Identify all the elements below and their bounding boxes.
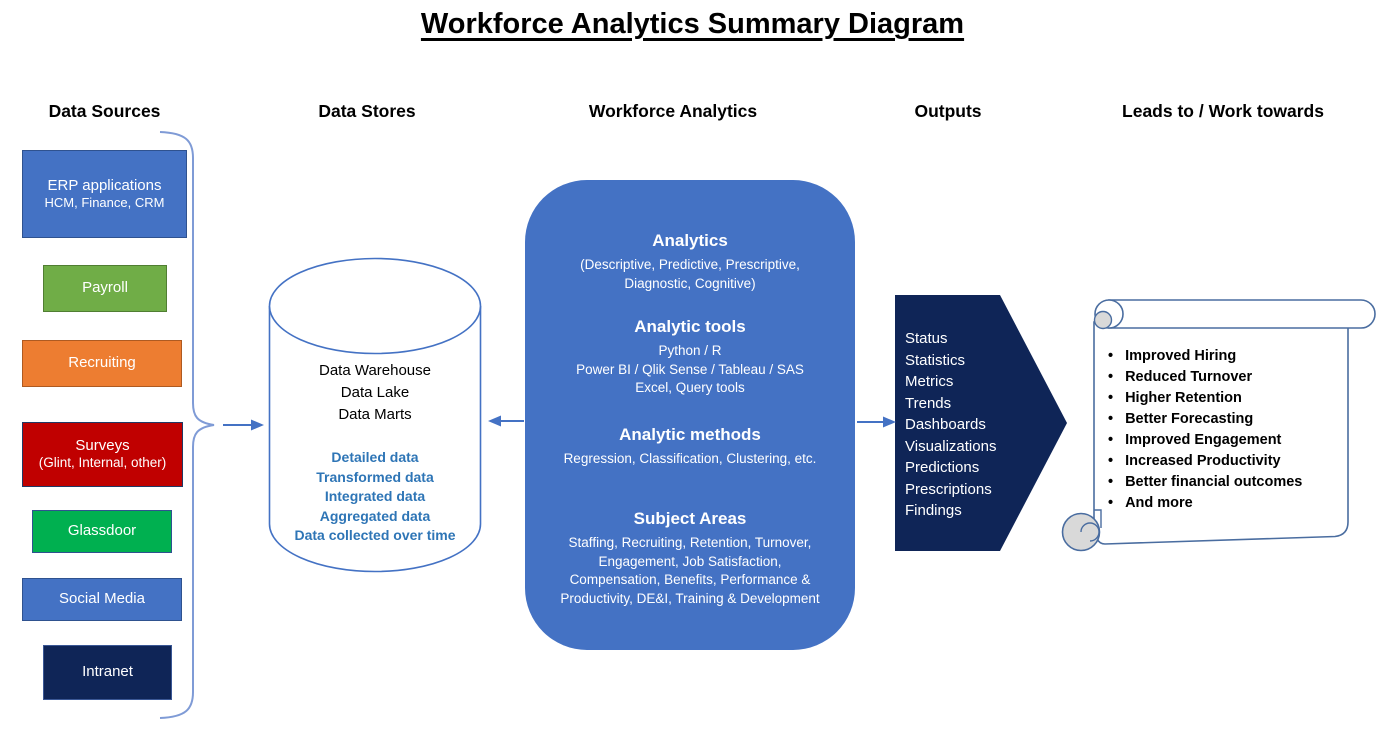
data-store-characteristics: Detailed data Transformed data Integrate… bbox=[272, 448, 478, 546]
output-item: Predictions bbox=[905, 459, 980, 476]
source-box-glassdoor: Glassdoor bbox=[32, 510, 172, 553]
store-characteristic: Data collected over time bbox=[294, 527, 456, 543]
source-sublabel: (Glint, Internal, other) bbox=[38, 455, 167, 471]
store-characteristic: Integrated data bbox=[324, 488, 426, 504]
source-label: Glassdoor bbox=[67, 522, 137, 540]
data-store-types: Data Warehouse Data Lake Data Marts bbox=[278, 360, 472, 426]
wa-section-line: Engagement, Job Satisfaction, bbox=[598, 553, 782, 569]
output-item: Statistics bbox=[905, 351, 966, 369]
source-box-intranet: Intranet bbox=[43, 645, 172, 700]
wa-section-heading: Analytic tools bbox=[634, 317, 746, 336]
outputs-pentagon-shape bbox=[895, 295, 1067, 551]
outputs-list: Status Statistics Metrics Trends Dashboa… bbox=[905, 328, 1055, 522]
source-box-erp: ERP applications HCM, Finance, CRM bbox=[22, 150, 187, 238]
database-cylinder-shape bbox=[268, 257, 482, 573]
output-item: Visualizations bbox=[905, 437, 997, 455]
store-type: Data Lake bbox=[340, 384, 410, 401]
source-box-payroll: Payroll bbox=[43, 265, 167, 312]
source-box-social-media: Social Media bbox=[22, 578, 182, 621]
wa-section-analytic-tools: Analytic tools Python / R Power BI / Qli… bbox=[525, 316, 855, 398]
output-item: Dashboards bbox=[905, 416, 986, 433]
scroll-fold-notch bbox=[1094, 509, 1102, 528]
wa-section-line: Python / R bbox=[658, 343, 722, 358]
cylinder-top-ellipse bbox=[268, 257, 482, 355]
wa-section-heading: Analytic methods bbox=[619, 424, 761, 444]
store-type: Data Marts bbox=[338, 406, 412, 423]
leads-to-list: Improved Hiring Reduced Turnover Higher … bbox=[1108, 346, 1364, 514]
source-label: Surveys bbox=[75, 436, 130, 454]
store-characteristic: Aggregated data bbox=[319, 507, 431, 524]
wa-section-heading: Analytics bbox=[652, 231, 728, 250]
header-data-sources: Data Sources bbox=[48, 101, 161, 121]
arrow-analytics-to-stores-head bbox=[488, 415, 501, 427]
wa-section-analytic-methods: Analytic methods Regression, Classificat… bbox=[525, 424, 855, 469]
scroll-top-curl-inner bbox=[1093, 310, 1113, 330]
pentagon-arrow bbox=[895, 295, 1067, 551]
arrow-sources-to-stores-head bbox=[251, 419, 264, 431]
cylinder-body bbox=[268, 306, 482, 573]
source-label: Recruiting bbox=[68, 354, 136, 372]
wa-section-line: Productivity, DE&I, Training & Developme… bbox=[560, 590, 820, 606]
source-label: Payroll bbox=[82, 279, 128, 297]
wa-section-heading: Subject Areas bbox=[633, 509, 747, 528]
wa-section-line: Staffing, Recruiting, Retention, Turnove… bbox=[568, 535, 812, 550]
wa-section-line: Excel, Query tools bbox=[635, 380, 745, 395]
store-characteristic: Detailed data bbox=[331, 449, 419, 465]
output-item: Metrics bbox=[905, 373, 954, 390]
leads-to-item: Increased Productivity bbox=[1108, 451, 1364, 472]
wa-section-line: (Descriptive, Predictive, Prescriptive, bbox=[580, 257, 800, 272]
output-item: Findings bbox=[905, 502, 962, 519]
source-sublabel: HCM, Finance, CRM bbox=[44, 195, 165, 211]
source-label: Intranet bbox=[82, 663, 133, 681]
leads-to-item: And more bbox=[1108, 493, 1364, 514]
scroll-bottom-curl-spiral bbox=[1080, 522, 1100, 542]
source-label: Social Media bbox=[59, 590, 145, 608]
output-item: Trends bbox=[905, 394, 952, 412]
leads-to-item: Improved Hiring bbox=[1108, 346, 1364, 367]
leads-to-item: Higher Retention bbox=[1108, 388, 1364, 409]
wa-section-subject-areas: Subject Areas Staffing, Recruiting, Rete… bbox=[525, 508, 855, 608]
leads-to-item: Reduced Turnover bbox=[1108, 367, 1364, 388]
leads-to-item: Better financial outcomes bbox=[1108, 472, 1364, 493]
wa-section-line: Diagnostic, Cognitive) bbox=[624, 275, 756, 291]
wa-section-line: Regression, Classification, Clustering, … bbox=[563, 450, 817, 466]
wa-section-analytics: Analytics (Descriptive, Predictive, Pres… bbox=[525, 230, 855, 293]
page-title: Workforce Analytics Summary Diagram bbox=[420, 8, 965, 40]
workforce-analytics-box: Analytics (Descriptive, Predictive, Pres… bbox=[525, 180, 855, 650]
header-workforce-analytics: Workforce Analytics bbox=[588, 101, 758, 121]
header-outputs: Outputs bbox=[914, 101, 982, 121]
source-box-recruiting: Recruiting bbox=[22, 340, 182, 387]
header-data-stores: Data Stores bbox=[318, 101, 416, 121]
header-leads-to: Leads to / Work towards bbox=[1122, 101, 1324, 121]
leads-to-item: Improved Engagement bbox=[1108, 430, 1364, 451]
output-item: Status bbox=[905, 330, 948, 347]
wa-section-line: Power BI / Qlik Sense / Tableau / SAS bbox=[576, 361, 804, 377]
store-characteristic: Transformed data bbox=[316, 468, 434, 485]
store-type: Data Warehouse bbox=[318, 362, 431, 379]
wa-section-line: Compensation, Benefits, Performance & bbox=[569, 572, 811, 587]
scroll-top-roll bbox=[1108, 299, 1376, 329]
source-box-surveys: Surveys (Glint, Internal, other) bbox=[22, 422, 183, 487]
leads-to-item: Better Forecasting bbox=[1108, 409, 1364, 430]
source-label: ERP applications bbox=[47, 176, 162, 194]
output-item: Prescriptions bbox=[905, 480, 992, 498]
